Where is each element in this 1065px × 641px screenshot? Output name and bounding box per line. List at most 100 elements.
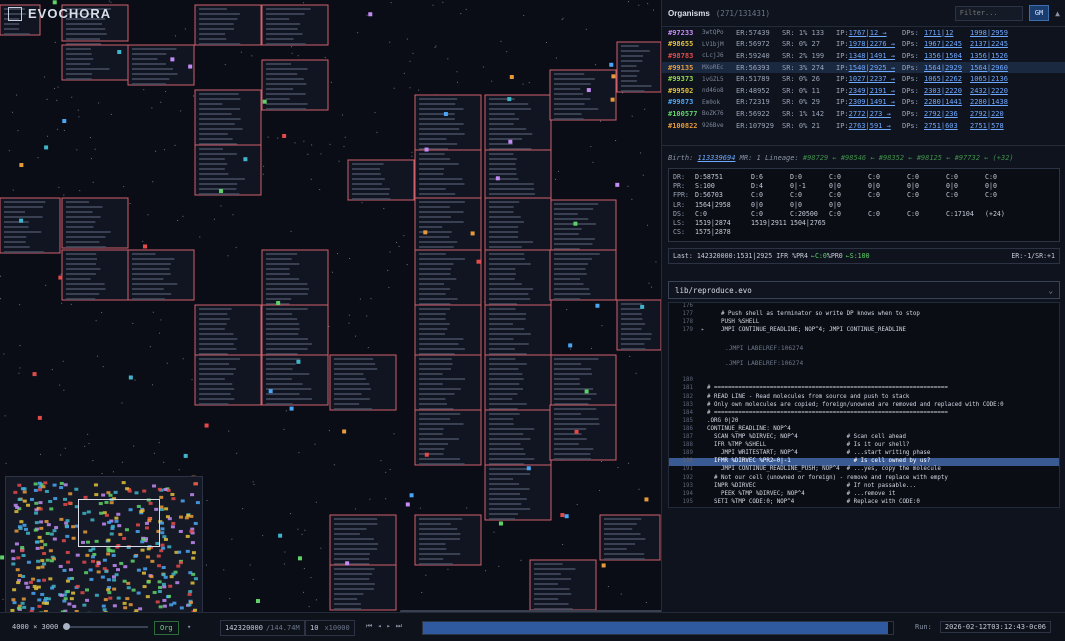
last-icon[interactable]: ⏭ [395, 622, 403, 630]
file-select[interactable]: lib/reproduce.evo ⌄ [668, 281, 1060, 299]
ip-link[interactable]: 2349|2191 → [848, 86, 896, 95]
organism-ip: IP:1540|2925 → [836, 64, 902, 72]
code-line[interactable]: 193 INPR %DIRVEC # If not passable... [669, 483, 1059, 491]
dp-link[interactable]: 2280|1438 [970, 98, 1008, 107]
ip-link[interactable]: 1767|12 → [848, 28, 887, 37]
code-line[interactable]: 177 # Push shell as terminator so write … [669, 311, 1059, 319]
dp-link[interactable]: 1711|12 [924, 28, 954, 37]
code-line[interactable]: 189 JMPI WRITESTART; NOP^4 # ...start wr… [669, 450, 1059, 458]
ip-link[interactable]: 1348|1491 → [848, 51, 896, 60]
dp-link[interactable]: 2792|220 [970, 109, 1004, 118]
register-value [868, 228, 907, 237]
ip-link[interactable]: 2309|1491 → [848, 98, 896, 107]
code-line[interactable]: 187 SCAN %TMP %DIRVEC; NOP^4 # Scan cell… [669, 434, 1059, 442]
minimap-canvas[interactable] [6, 477, 202, 623]
run-value[interactable]: 2026-02-12T03:12:43-0c06 [939, 621, 1052, 633]
code-line[interactable]: 179▸ JMPI CONTINUE_READLINE; NOP^4; JMPI… [669, 327, 1059, 335]
org-dropdown-icon[interactable]: ▾ [187, 623, 192, 631]
ip-label: IP: [836, 51, 849, 60]
minimap[interactable] [5, 476, 203, 624]
code-line[interactable]: 176 [669, 303, 1059, 311]
code-line[interactable]: 183# Only own molecules are copied; fore… [669, 402, 1059, 410]
dp-link[interactable]: 2751|578 [970, 121, 1004, 130]
register-value: 0|0 [829, 182, 841, 191]
birth-tick-link[interactable]: 113339694 [697, 154, 736, 162]
dp-link[interactable]: 1065|2262 [924, 75, 962, 84]
code-line[interactable]: 184# ===================================… [669, 410, 1059, 418]
code-line[interactable]: 178 PUSH %SHELL [669, 319, 1059, 327]
lineage-chain[interactable]: #98729 ← #98546 ← #98352 ← #98125 ← #977… [802, 154, 1014, 162]
timeline-bar[interactable] [422, 621, 894, 635]
org-toggle-button[interactable]: Org [154, 621, 179, 635]
horizontal-scrollbar[interactable] [400, 610, 860, 612]
code-line[interactable]: 180 [669, 377, 1059, 385]
gm-button[interactable]: GM [1028, 5, 1050, 21]
dp-link[interactable]: 1564|2929 [924, 63, 962, 72]
ip-link[interactable]: 1978|2276 → [848, 40, 896, 49]
organism-sr: SR: 1% 133 [782, 28, 825, 37]
dp-link[interactable]: 2137|2245 [970, 40, 1008, 49]
dp-link[interactable]: 2432|2220 [970, 86, 1008, 95]
collapse-icon[interactable]: ▲ [1055, 8, 1060, 18]
speed-field[interactable]: 10 x10000 [305, 620, 355, 636]
dp-link[interactable]: 1967|2245 [924, 40, 962, 49]
ip-link[interactable]: 1540|2925 → [848, 63, 896, 72]
code-line[interactable]: 188 IFR %TMP %SHELL # Is it our shell? [669, 442, 1059, 450]
world-canvas[interactable] [0, 0, 1065, 612]
organism-energy: ER:51789 [736, 75, 770, 84]
zoom-slider[interactable] [63, 623, 148, 630]
code-line[interactable]: 190 IFMR %DIRVEC %PR2←0|-1 # Is cell own… [669, 458, 1059, 467]
dp-link[interactable]: 1065|2136 [970, 75, 1008, 84]
register-value: D:58751 [695, 173, 723, 181]
code-line[interactable]: 192 # Not our cell (unowned or foreign) … [669, 475, 1059, 483]
dp-link[interactable]: 2792|236 [924, 109, 958, 118]
line-text: PEEK %TMP %DIRVEC; NOP^4 # ...remove it [707, 490, 896, 497]
dp-link[interactable]: 2751|603 [924, 121, 958, 130]
prev-icon[interactable]: ◂ [377, 622, 382, 630]
next-icon[interactable]: ▸ [386, 622, 391, 630]
last-energy: ER:-1/SR:+1 [1011, 252, 1055, 260]
organism-id: #99502 [668, 86, 694, 95]
ip-link[interactable]: 2772|273 → [848, 109, 891, 118]
dp-link[interactable]: 1356|1504 [924, 51, 962, 60]
organism-id: #98783 [668, 51, 694, 60]
zoom-slider-handle[interactable] [63, 623, 70, 630]
filter-input[interactable] [954, 5, 1023, 21]
organism-sr: SR: 0% 11 [782, 86, 820, 95]
run-label: Run: [915, 623, 932, 631]
code-line[interactable]: 195 SETI %TMP CODE:0; NOP^4 # Replace wi… [669, 499, 1059, 507]
code-line[interactable]: 181# ===================================… [669, 385, 1059, 393]
dp-link[interactable]: 2280|1441 [924, 98, 962, 107]
line-text: # Push shell as terminator so write DP k… [707, 311, 920, 318]
register-row: CS:1575|2878 [673, 228, 1055, 237]
organism-energy: ER:56922 [736, 109, 770, 118]
ip-link[interactable]: 2763|591 → [848, 121, 891, 130]
dp-link[interactable]: 1564|2960 [970, 63, 1008, 72]
organism-ip: IP:2763|591 → [836, 122, 902, 130]
register-label: FPR: [673, 191, 689, 200]
code-line[interactable]: 191 JMPI CONTINUE_READLINE_PUSH; NOP^4 #… [669, 466, 1059, 474]
dp-link[interactable]: 1998|2959 [970, 28, 1008, 37]
minimap-viewport[interactable] [78, 499, 160, 547]
line-text: PUSH %SHELL [707, 319, 760, 326]
tick-field[interactable]: 142320000 /144.74M [220, 620, 305, 636]
first-icon[interactable]: ⏮ [366, 622, 373, 630]
dp-link[interactable]: 2303|2220 [924, 86, 962, 95]
code-line[interactable]: 194 PEEK %TMP %DIRVEC; NOP^4 # ...remove… [669, 491, 1059, 499]
code-line[interactable]: 182# READ LINE - Read molecules from sou… [669, 394, 1059, 402]
code-line[interactable]: 185.ORG 0|20 [669, 418, 1059, 426]
organism-id: #99373 [668, 75, 694, 84]
dp-link[interactable]: 1356|1526 [970, 51, 1008, 60]
ip-link[interactable]: 1027|2237 → [848, 75, 896, 84]
